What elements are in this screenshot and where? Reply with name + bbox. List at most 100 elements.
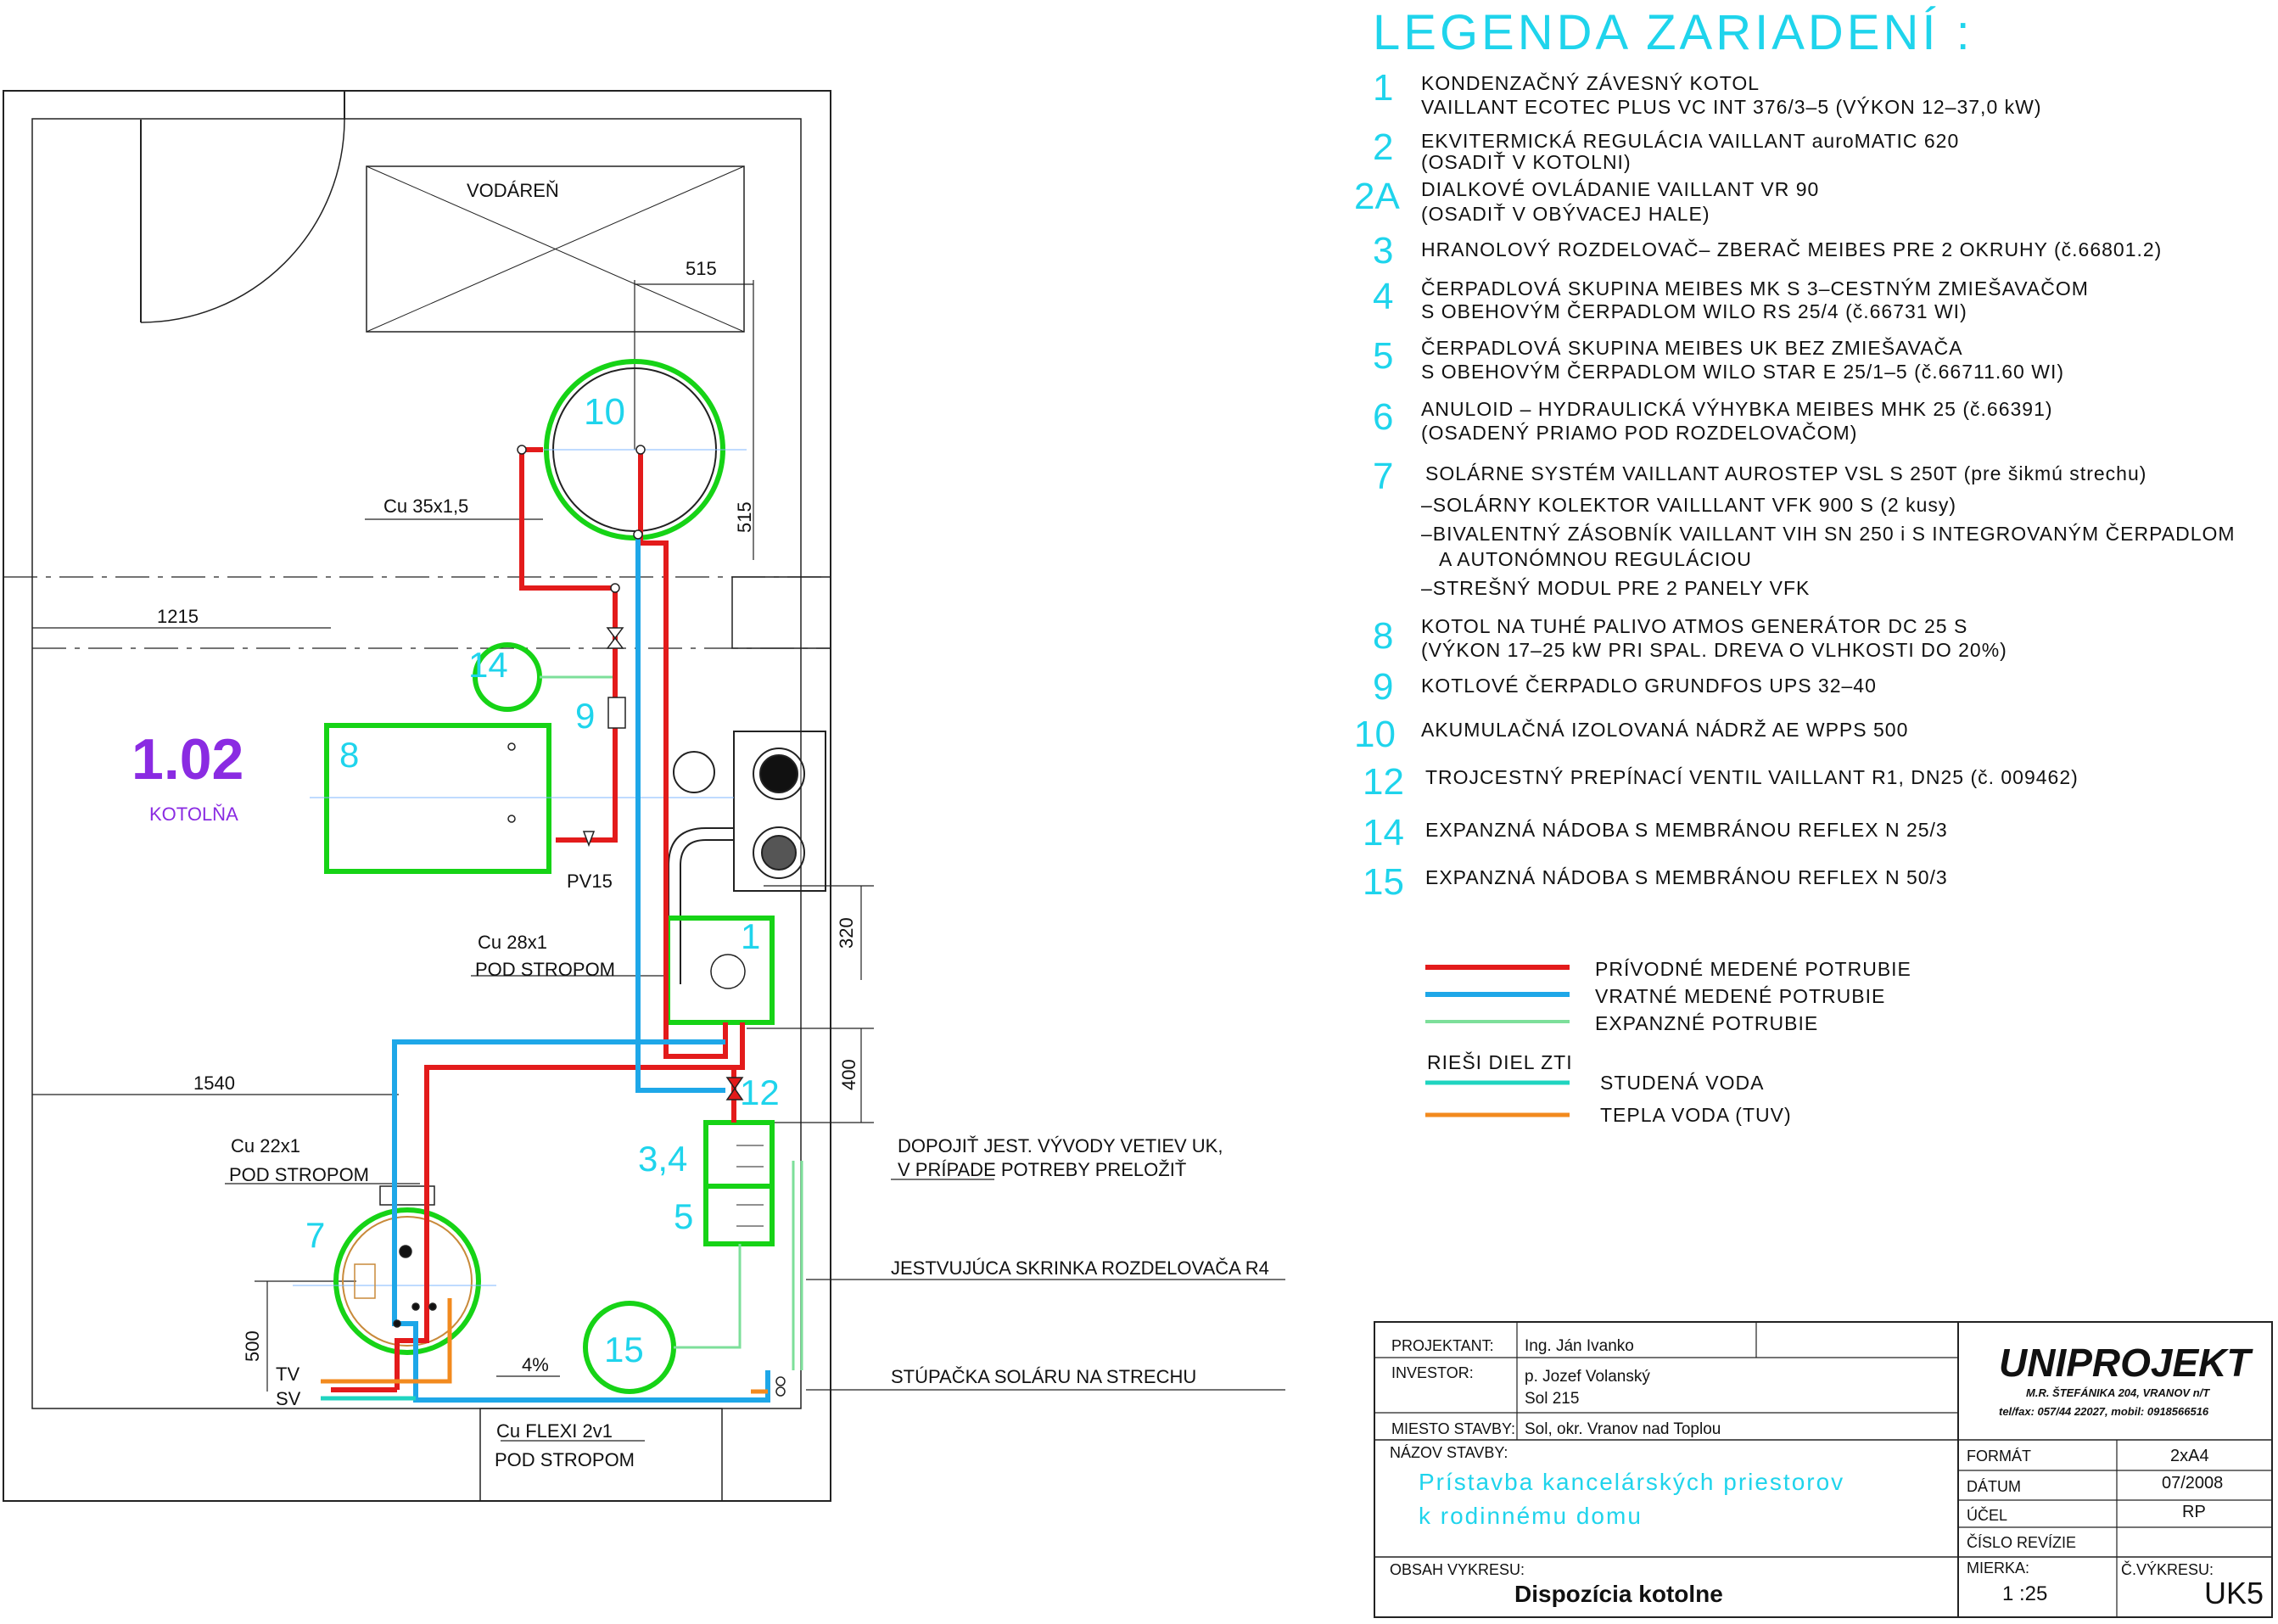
label-cu22-note: POD STROPOM [229, 1164, 369, 1185]
dim-515-side: 515 [734, 501, 755, 533]
legend-line: –STREŠNÝ MODUL PRE 2 PANELY VFK [1421, 576, 1810, 599]
legend-line: EKVITERMICKÁ REGULÁCIA VAILLANT auroMATI… [1421, 130, 1959, 152]
legend-line: SOLÁRNE SYSTÉM VAILLANT AUROSTEP VSL S 2… [1425, 462, 2146, 484]
line-legend: PRÍVODNÉ MEDENÉ POTRUBIE VRATNÉ MEDENÉ P… [1425, 958, 1911, 1126]
flue-pipe [673, 751, 715, 793]
supply-pipe [424, 1022, 745, 1184]
tb-obsah: Dispozícia kotolne [1514, 1581, 1723, 1607]
legend-line: ANULOID – HYDRAULICKÁ VÝHYBKA MEIBES MHK… [1421, 398, 2053, 420]
hot-water-pipe [373, 1298, 452, 1384]
legend-line: A AUTONÓMNOU REGULÁCIOU [1439, 548, 1752, 570]
flue-duct [680, 839, 734, 984]
fitting [610, 583, 620, 593]
return-pipe [413, 1370, 770, 1403]
legend-line: KONDENZAČNÝ ZÁVESNÝ KOTOL [1421, 71, 1760, 94]
pump-9 [607, 697, 626, 729]
chimney [733, 731, 826, 892]
expansion-pipe [674, 1244, 742, 1349]
legend-line: KOTOL NA TUHÉ PALIVO ATMOS GENERÁTOR DC … [1421, 615, 1967, 637]
plan-labels: VODÁREŇ 515 515 Cu 35x1,5 1215 1.02 KOTO… [132, 180, 1269, 1470]
legend-num: 3 [1373, 230, 1393, 272]
tb-ucel: RP [2182, 1503, 2206, 1521]
legend-line: (OSADENÝ PRIAMO POD ROZDELOVAČOM) [1421, 421, 1857, 444]
tb-format-label: FORMÁT [1967, 1448, 2031, 1464]
label-cold: STUDENÁ VODA [1600, 1072, 1764, 1094]
valve-12 [725, 1077, 744, 1100]
flue-duct [668, 827, 734, 984]
label-expansion: EXPANZNÉ POTRUBIE [1595, 1012, 1818, 1034]
return-pipe [635, 531, 725, 1093]
tag-34: 3,4 [638, 1139, 687, 1179]
tag-9: 9 [575, 696, 595, 736]
legend-line: AKUMULAČNÁ IZOLOVANÁ NÁDRŽ AE WPPS 500 [1421, 718, 1908, 741]
tag-10: 10 [584, 391, 625, 433]
legend-line: EXPANZNÁ NÁDOBA S MEMBRÁNOU REFLEX N 25/… [1425, 819, 1948, 841]
manifold-5 [703, 1184, 775, 1246]
fitting [633, 529, 643, 540]
label-return: VRATNÉ MEDENÉ POTRUBIE [1595, 985, 1885, 1007]
legend-num: 2A [1354, 176, 1400, 217]
fitting [635, 445, 646, 455]
label-pv15: PV15 [567, 871, 613, 892]
water-room-diag [366, 165, 745, 333]
expansion-pipes [540, 675, 803, 1370]
legend-line: VAILLANT ECOTEC PLUS VC INT 376/3–5 (VÝK… [1421, 96, 2042, 118]
tb-revizia-label: ČÍSLO REVÍZIE [1967, 1533, 2076, 1551]
tb-nazov-label: NÁZOV STAVBY: [1390, 1444, 1508, 1461]
outer-wall [3, 90, 831, 1502]
boiler-1-burner [710, 954, 746, 989]
door-swing [140, 119, 345, 323]
fitting [517, 445, 527, 455]
tag-14: 14 [468, 645, 508, 685]
tb-investor-1: p. Jozef Volanský [1525, 1368, 1650, 1386]
label-hot: TEPLA VODA (TUV) [1600, 1104, 1792, 1126]
dim-500: 500 [242, 1330, 263, 1362]
supply-pipes [331, 447, 745, 1392]
water-pipes [321, 1298, 768, 1401]
tb-cislo-label: Č.VÝKRESU: [2121, 1560, 2214, 1578]
fitting [775, 1386, 786, 1397]
legend-line: –SOLÁRNY KOLEKTOR VAILLLANT VFK 900 S (2… [1421, 494, 1956, 516]
supply-pipe [638, 450, 728, 1059]
legend-num: 10 [1354, 714, 1396, 755]
tb-investor-2: Sol 215 [1525, 1390, 1579, 1408]
water-room [366, 165, 745, 333]
tag-5: 5 [674, 1196, 693, 1236]
tb-projektant-label: PROJEKTANT: [1391, 1337, 1494, 1354]
tb-ucel-label: ÚČEL [1967, 1506, 2007, 1524]
tb-nazov-2: k rodinnému domu [1419, 1503, 1643, 1529]
legend-title: LEGENDA ZARIADENÍ : [1373, 5, 1973, 60]
solar-tank-inner [342, 1216, 473, 1347]
legend-num: 15 [1363, 861, 1404, 903]
dimensions [32, 280, 1285, 1442]
legend-line: HRANOLOVÝ ROZDELOVAČ– ZBERAČ MEIBES PRE … [1421, 238, 2162, 260]
dim-400: 400 [838, 1059, 859, 1090]
legend-num: 12 [1363, 761, 1404, 803]
solar-controller [354, 1263, 376, 1299]
tb-projektant: Ing. Ján Ivanko [1525, 1337, 1634, 1355]
fitting [428, 1302, 437, 1311]
boiler-port [507, 742, 516, 751]
note-cabinet: JESTVUJÚCA SKRINKA ROZDELOVAČA R4 [891, 1257, 1269, 1279]
tb-mierka: 1 :25 [2002, 1582, 2047, 1605]
label-tv: TV [276, 1364, 299, 1385]
equipment-detail [293, 367, 764, 1347]
column [731, 576, 831, 649]
company-address: M.R. ŠTEFÁNIKA 204, VRANOV n/T [2026, 1386, 2210, 1399]
tb-mierka-label: MIERKA: [1967, 1560, 2029, 1576]
legend-num: 4 [1373, 276, 1393, 317]
legend-line: ČERPADLOVÁ SKUPINA MEIBES UK BEZ ZMIEŠAV… [1421, 336, 1963, 359]
legend-line: –BIVALENTNÝ ZÁSOBNÍK VAILLANT VIH SN 250… [1421, 522, 2236, 545]
title-frame [1374, 1321, 2273, 1618]
return-pipe [392, 1039, 725, 1184]
floor-plan [3, 90, 831, 1502]
label-flexi-note: POD STROPOM [495, 1449, 635, 1470]
supply-pipe [519, 503, 618, 843]
tag-8: 8 [339, 735, 359, 775]
note-riser: STÚPAČKA SOLÁRU NA STRECHU [891, 1366, 1196, 1387]
fitting [775, 1376, 786, 1386]
fitting [411, 1302, 420, 1311]
room-label-vodaren: VODÁREŇ [467, 180, 559, 201]
note-connect-1: DOPOJIŤ JEST. VÝVODY VETIEV UK, [898, 1135, 1223, 1156]
